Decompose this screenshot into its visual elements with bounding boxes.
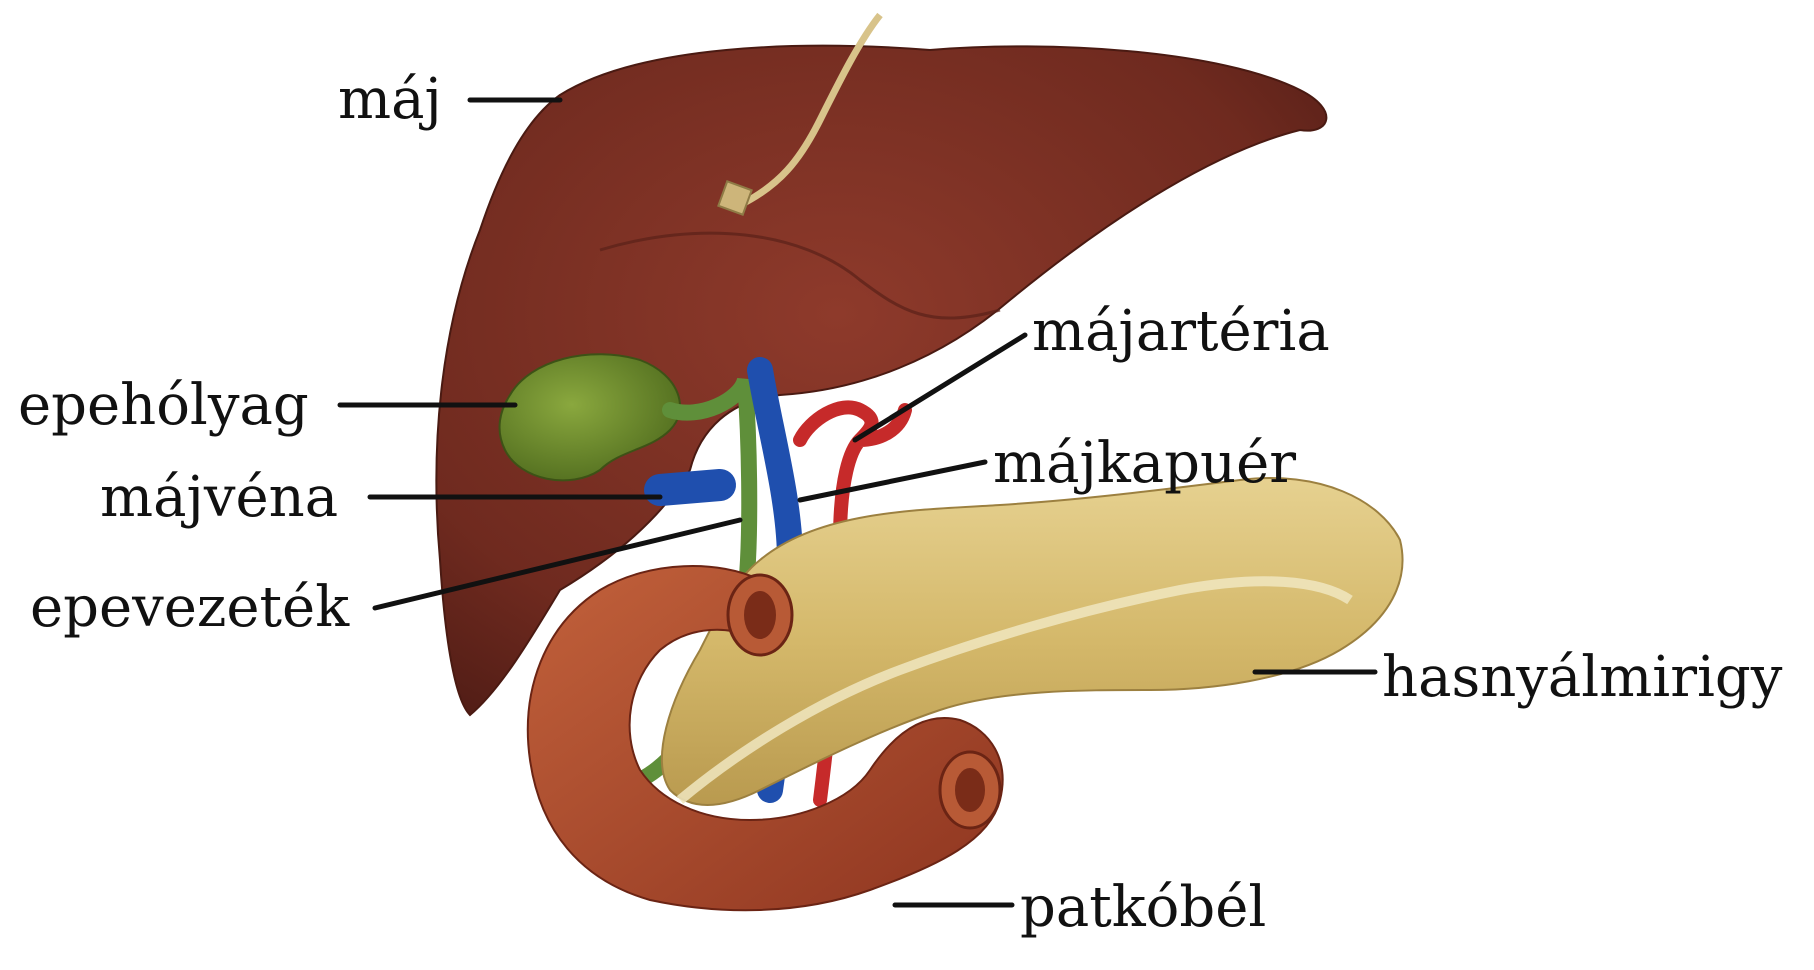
label-gallbladder: epehólyag — [18, 378, 309, 434]
duodenum-opening-top-inner — [744, 591, 776, 639]
label-duodenum: patkóbél — [1020, 880, 1266, 936]
label-hepatic-vein: májvéna — [100, 470, 338, 526]
label-portal-vein: májkapuér — [993, 436, 1296, 492]
label-liver: máj — [338, 72, 442, 128]
duodenum-opening-right-inner — [955, 768, 985, 812]
hepatic-vein-stub — [660, 485, 720, 490]
label-bile-duct: epevezeték — [30, 580, 349, 636]
leader-majkapuer — [800, 462, 985, 500]
label-pancreas: hasnyálmirigy — [1382, 650, 1782, 706]
label-hepatic-artery: májartéria — [1032, 304, 1330, 360]
